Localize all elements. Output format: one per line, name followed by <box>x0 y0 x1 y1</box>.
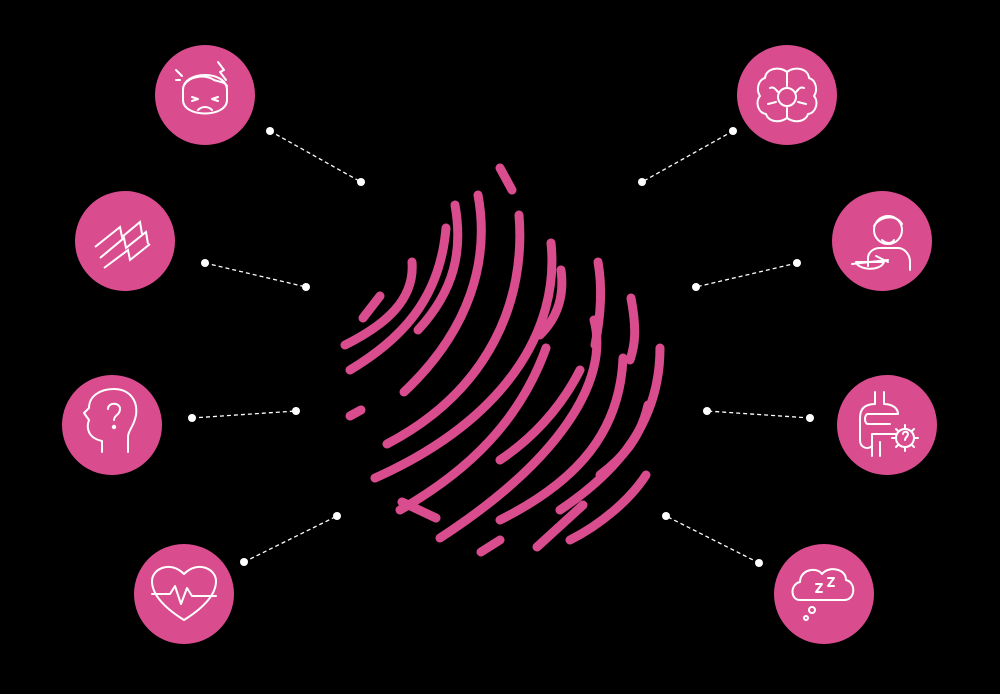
zigzag-nerve-icon <box>94 220 151 269</box>
node-eating <box>832 191 932 291</box>
headache-face-icon <box>175 61 228 115</box>
connectors <box>188 127 814 567</box>
connector-brain <box>638 127 737 186</box>
node-tingling <box>75 191 175 291</box>
fingerprint-icon <box>340 163 665 557</box>
connector-eating <box>692 259 801 291</box>
node-confusion <box>62 375 162 475</box>
connector-headache <box>266 127 365 186</box>
heartbeat-icon <box>151 565 217 621</box>
node-heart <box>134 544 234 644</box>
brain-icon <box>756 67 818 123</box>
sleep-cloud-icon <box>791 568 855 621</box>
connector-digestion <box>703 407 814 422</box>
node-headache <box>155 45 255 145</box>
connector-confusion <box>188 407 300 422</box>
child-eating-icon <box>851 215 911 271</box>
intestine-icon <box>859 391 919 457</box>
node-brain <box>737 45 837 145</box>
connector-sleep <box>662 512 763 567</box>
node-digestion <box>837 375 937 475</box>
connector-tingling <box>201 259 310 291</box>
connector-heart <box>240 512 341 566</box>
node-sleep <box>774 544 874 644</box>
question-head-icon <box>83 388 138 453</box>
